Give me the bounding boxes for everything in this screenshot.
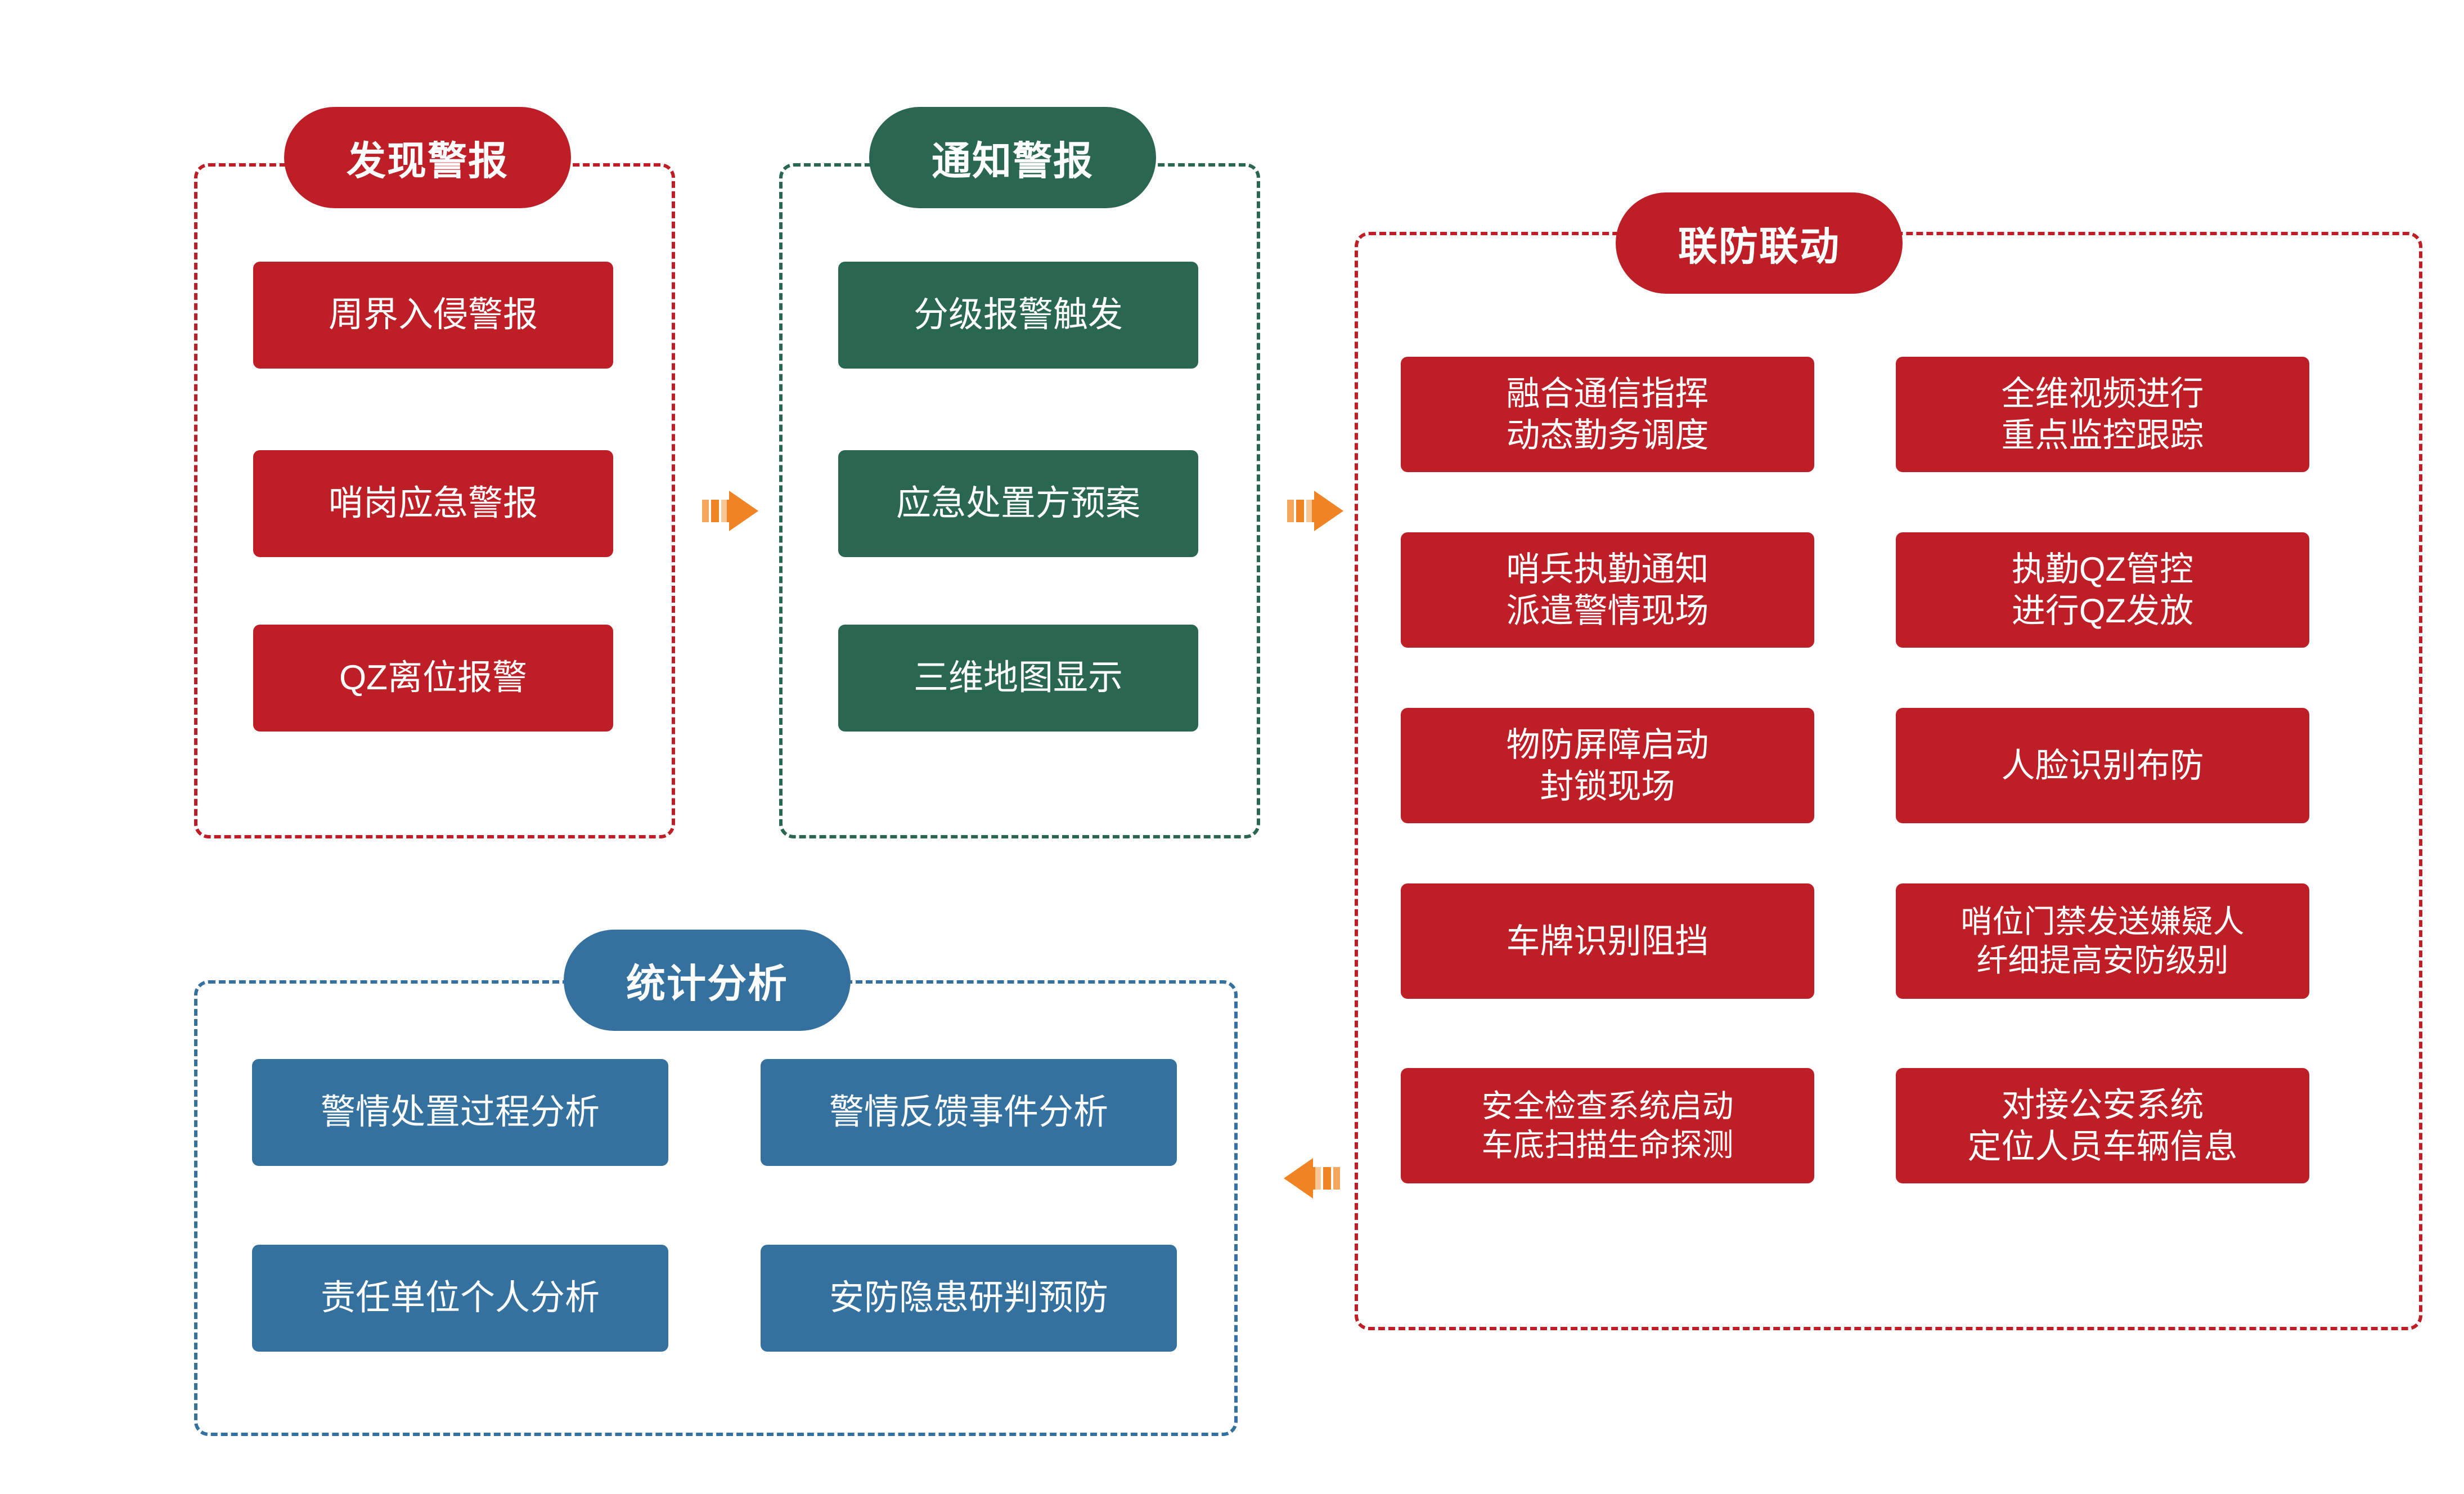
arrow-joint-to-statistic-icon bbox=[1284, 1158, 1340, 1199]
item-box-alarm-handling-process-analysis[interactable]: 警情处置过程分析 bbox=[252, 1059, 668, 1166]
arrow-discover-to-notify-icon bbox=[702, 491, 758, 531]
item-box-alarm-feedback-event-analysis[interactable]: 警情反馈事件分析 bbox=[761, 1059, 1177, 1166]
item-label: 全维视频进行 重点监控跟踪 bbox=[2001, 375, 2204, 454]
item-box-sentry-duty-notice[interactable]: 哨兵执勤通知 派遣警情现场 bbox=[1401, 532, 1814, 648]
item-label: 应急处置方预案 bbox=[896, 484, 1140, 523]
panel-header-label: 通知警报 bbox=[932, 138, 1094, 183]
item-box-sentry-emergency-alarm[interactable]: 哨岗应急警报 bbox=[253, 450, 613, 557]
item-label: 警情反馈事件分析 bbox=[829, 1093, 1108, 1132]
item-label: 责任单位个人分析 bbox=[320, 1278, 600, 1318]
item-label: 融合通信指挥 动态勤务调度 bbox=[1506, 375, 1709, 454]
panel-header-label: 联防联动 bbox=[1678, 224, 1840, 268]
item-box-duty-qz-control[interactable]: 执勤QZ管控 进行QZ发放 bbox=[1896, 532, 2309, 648]
item-box-face-recognition-deploy[interactable]: 人脸识别布防 bbox=[1896, 708, 2309, 823]
panel-header-joint-defense[interactable]: 联防联动 bbox=[1616, 192, 1903, 294]
item-label: 执勤QZ管控 进行QZ发放 bbox=[2011, 550, 2194, 630]
item-label: 安全检查系统启动 车底扫描生命探测 bbox=[1481, 1088, 1734, 1163]
item-label: 物防屏障启动 封锁现场 bbox=[1506, 726, 1709, 805]
item-box-responsible-unit-person-analysis[interactable]: 责任单位个人分析 bbox=[252, 1245, 668, 1352]
item-box-fusion-comm-command[interactable]: 融合通信指挥 动态勤务调度 bbox=[1401, 357, 1814, 472]
item-label: 哨兵执勤通知 派遣警情现场 bbox=[1506, 550, 1709, 630]
item-label: 三维地图显示 bbox=[913, 658, 1123, 698]
item-label: 对接公安系统 定位人员车辆信息 bbox=[1967, 1086, 2238, 1165]
item-box-emergency-response-plan[interactable]: 应急处置方预案 bbox=[838, 450, 1198, 557]
arrow-notify-to-joint-icon bbox=[1287, 491, 1343, 531]
item-label: 人脸识别布防 bbox=[2001, 746, 2204, 784]
item-label: 警情处置过程分析 bbox=[320, 1093, 600, 1132]
panel-header-notify-alarm[interactable]: 通知警报 bbox=[869, 107, 1156, 208]
item-box-graded-alarm-trigger[interactable]: 分级报警触发 bbox=[838, 262, 1198, 369]
item-label: 车牌识别阻挡 bbox=[1506, 922, 1709, 960]
item-box-security-check-system[interactable]: 安全检查系统启动 车底扫描生命探测 bbox=[1401, 1068, 1814, 1183]
item-box-full-dimension-video[interactable]: 全维视频进行 重点监控跟踪 bbox=[1896, 357, 2309, 472]
item-box-post-access-suspect-alert[interactable]: 哨位门禁发送嫌疑人 纤细提高安防级别 bbox=[1896, 883, 2309, 999]
item-box-3d-map-display[interactable]: 三维地图显示 bbox=[838, 625, 1198, 732]
item-box-qz-offpost-alarm[interactable]: QZ离位报警 bbox=[253, 625, 613, 732]
item-box-physical-barrier-activate[interactable]: 物防屏障启动 封锁现场 bbox=[1401, 708, 1814, 823]
panel-header-label: 统计分析 bbox=[626, 961, 788, 1006]
item-label: QZ离位报警 bbox=[339, 658, 528, 698]
item-label: 哨岗应急警报 bbox=[328, 484, 538, 523]
item-box-plate-recognition-block[interactable]: 车牌识别阻挡 bbox=[1401, 883, 1814, 999]
item-label: 分级报警触发 bbox=[913, 295, 1123, 335]
item-box-security-hazard-prevention[interactable]: 安防隐患研判预防 bbox=[761, 1245, 1177, 1352]
item-box-public-security-integration[interactable]: 对接公安系统 定位人员车辆信息 bbox=[1896, 1068, 2309, 1183]
panel-header-label: 发现警报 bbox=[347, 138, 509, 183]
panel-statistic-analysis bbox=[194, 980, 1238, 1436]
item-label: 周界入侵警报 bbox=[328, 295, 538, 335]
panel-header-discover-alarm[interactable]: 发现警报 bbox=[284, 107, 571, 208]
item-label: 哨位门禁发送嫌疑人 纤细提高安防级别 bbox=[1961, 904, 2245, 978]
panel-header-statistic-analysis[interactable]: 统计分析 bbox=[564, 930, 851, 1031]
item-label: 安防隐患研判预防 bbox=[829, 1278, 1108, 1318]
item-box-perimeter-intrusion-alarm[interactable]: 周界入侵警报 bbox=[253, 262, 613, 369]
